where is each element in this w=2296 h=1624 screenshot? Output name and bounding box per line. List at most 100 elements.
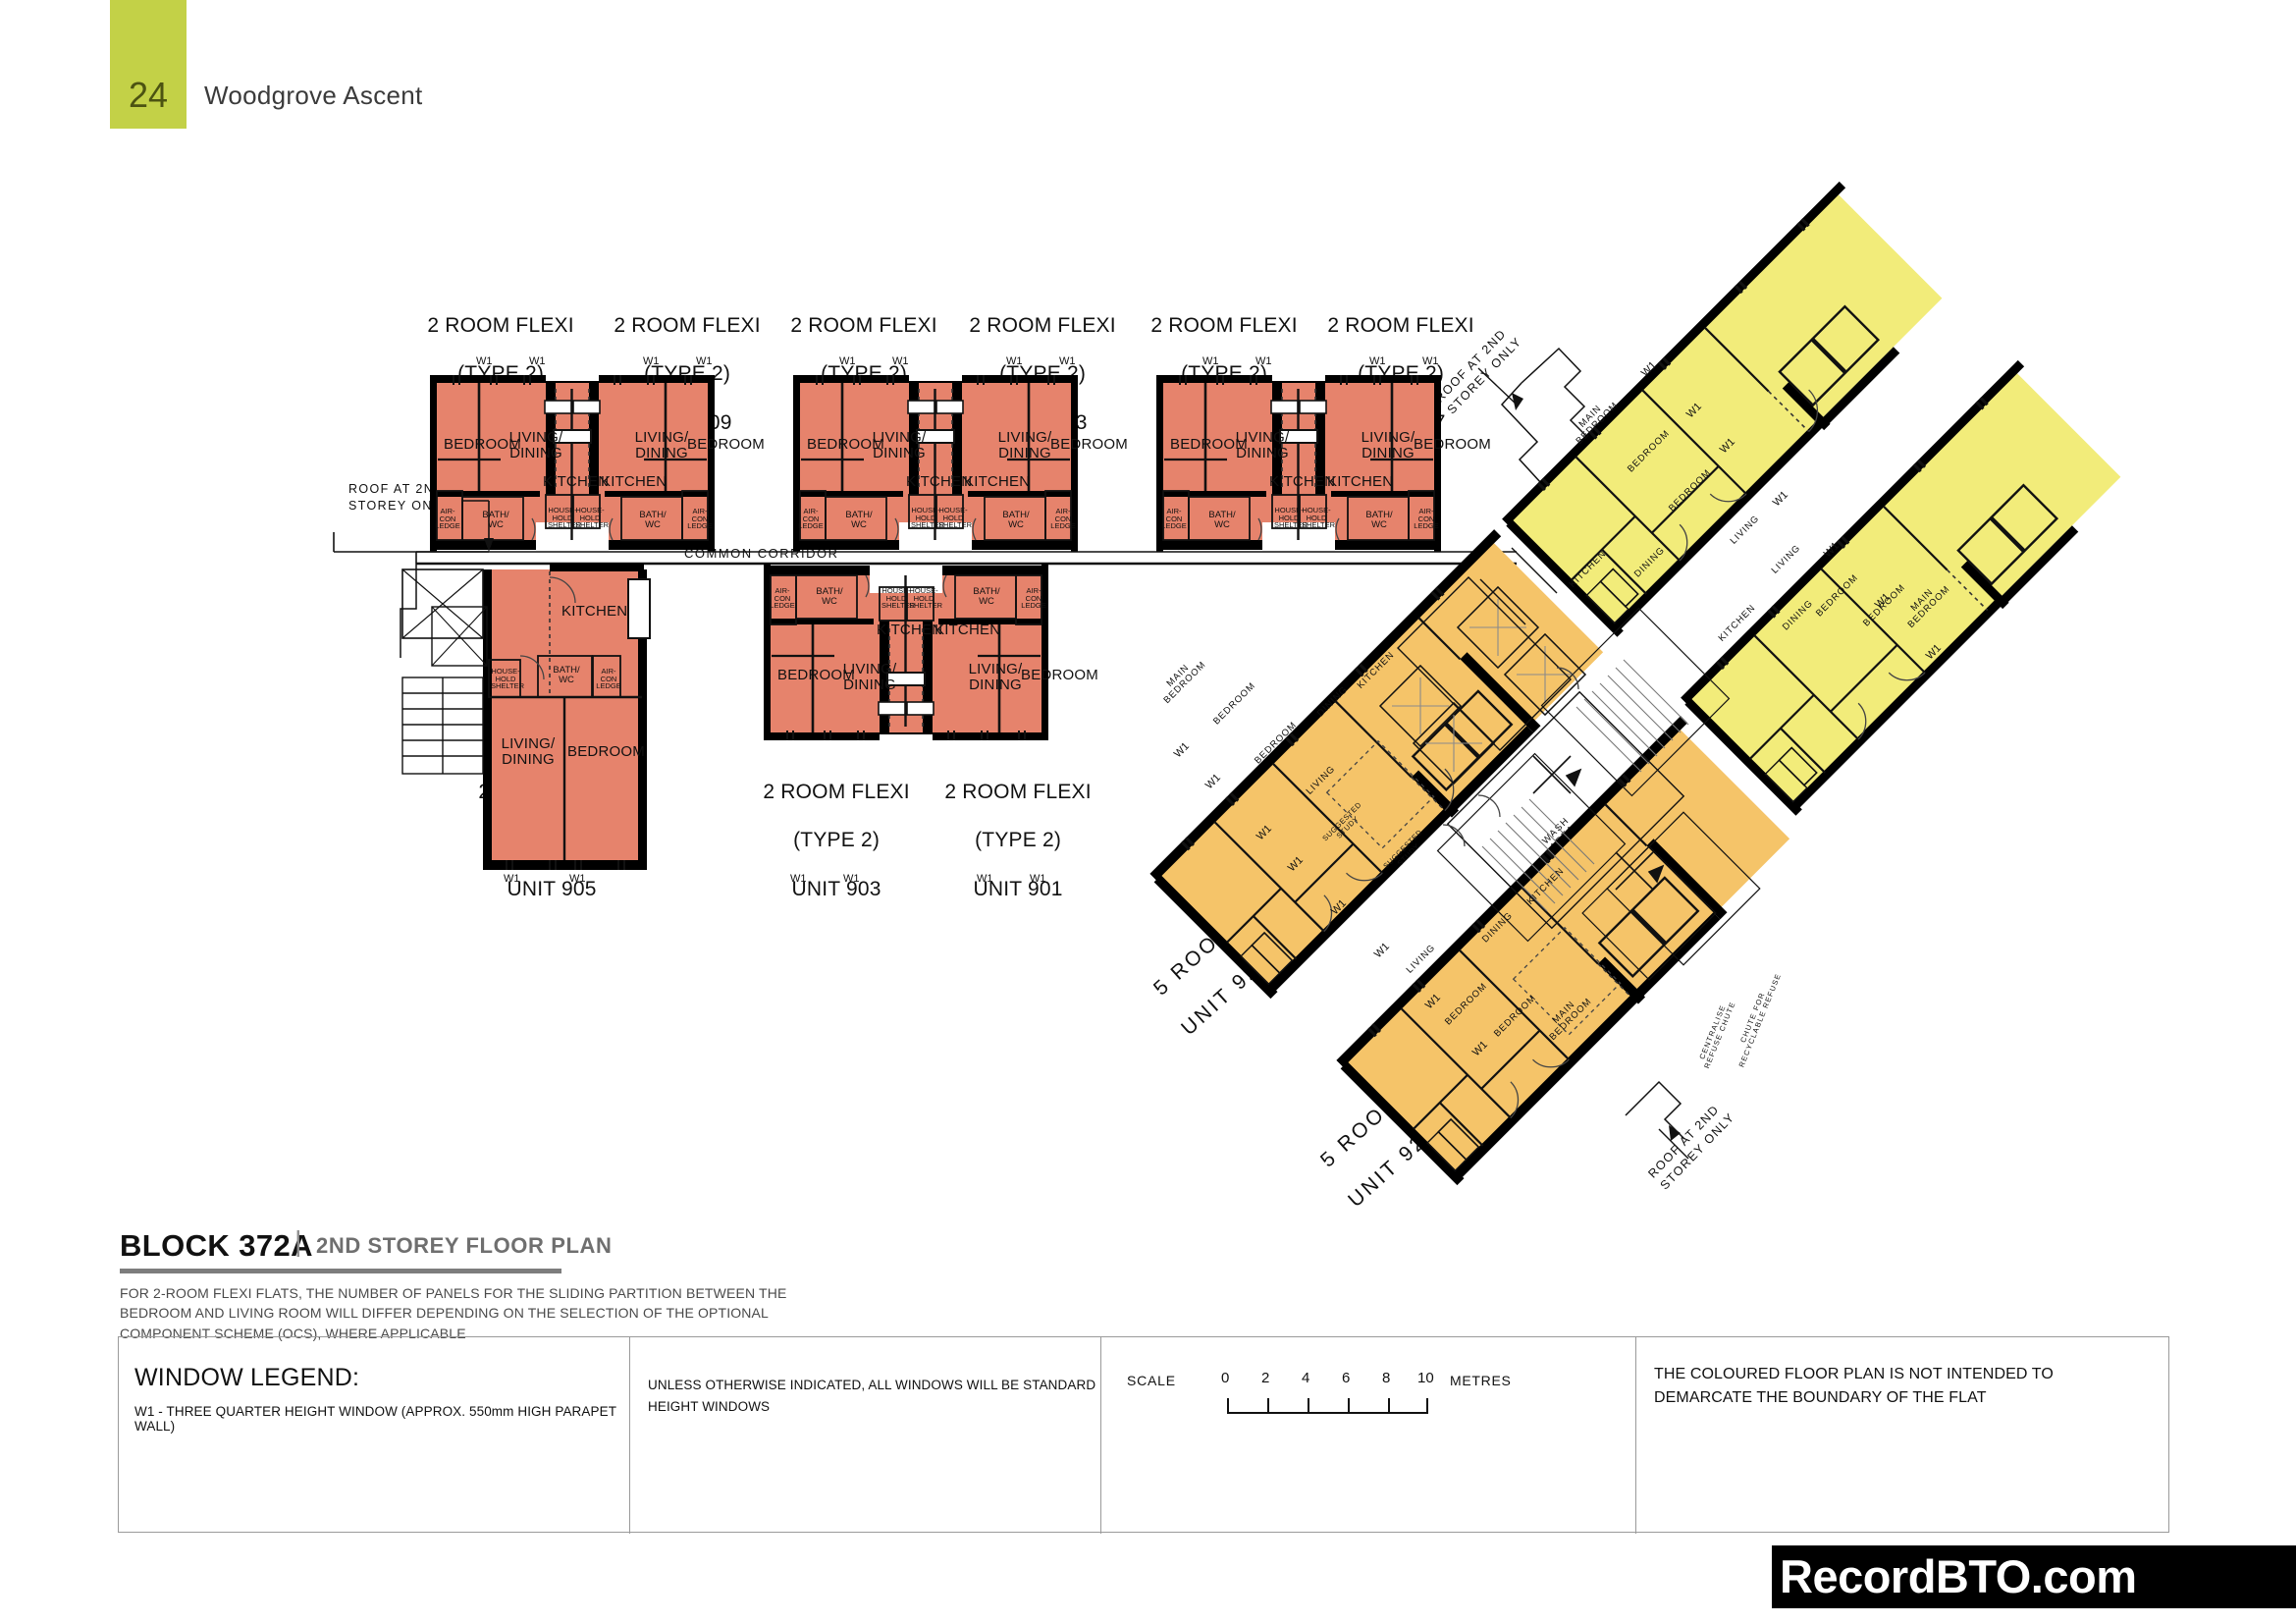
- window-tag: W1: [790, 873, 807, 885]
- room-bath-911: BATH/ WC: [845, 510, 873, 530]
- window-tag: W1: [1369, 355, 1386, 367]
- room-bedroom-903: BEDROOM: [777, 667, 855, 683]
- room-shelter-913: HOUSE- HOLD SHELTER: [938, 506, 973, 530]
- plan-geometry: [333, 181, 2121, 1186]
- colour-note: THE COLOURED FLOOR PLAN IS NOT INTENDED …: [1654, 1366, 2054, 1406]
- room-living-dining-915: LIVING/ DINING: [1235, 429, 1290, 461]
- room-bath-905: BATH/ WC: [553, 665, 580, 685]
- room-kitchen-911: KITCHEN: [906, 473, 973, 490]
- window-tag: W1: [476, 355, 493, 367]
- room-shelter-905: HOUSE- HOLD SHELTER: [491, 667, 525, 691]
- room-kitchen-909: KITCHEN: [601, 473, 667, 490]
- scale-tick-10: 10: [1417, 1370, 1434, 1386]
- room-bedroom-907: BEDROOM: [444, 436, 521, 453]
- window-tag: W1: [1006, 355, 1023, 367]
- window-tag: W1: [1255, 355, 1272, 367]
- page-number-badge: [110, 0, 187, 129]
- room-bath-915: BATH/ WC: [1208, 510, 1236, 530]
- room-bath-913: BATH/ WC: [1002, 510, 1030, 530]
- scale-tick-2: 2: [1261, 1370, 1270, 1386]
- window-tag: W1: [1422, 355, 1439, 367]
- project-name: Woodgrove Ascent: [204, 81, 423, 110]
- scale-tick-4: 4: [1302, 1370, 1310, 1386]
- window-tag: W1: [643, 355, 660, 367]
- room-aircon-903: AIR- CON LEDGE: [770, 586, 795, 611]
- room-kitchen-905: KITCHEN: [561, 603, 628, 620]
- window-legend-title: WINDOW LEGEND:: [134, 1364, 360, 1391]
- window-tag: W1: [843, 873, 860, 885]
- window-tag: W1: [1059, 355, 1076, 367]
- window-tag: W1: [504, 873, 520, 885]
- room-aircon-915: AIR- CON LEDGE: [1161, 507, 1187, 531]
- window-tag: W1: [569, 873, 586, 885]
- room-kitchen-907: KITCHEN: [543, 473, 610, 490]
- unit-block-921: [1681, 359, 2121, 816]
- window-legend-cell: WINDOW LEGEND: W1 - THREE QUARTER HEIGHT…: [119, 1337, 629, 1534]
- unit-caption-901: 2 ROOM FLEXI (TYPE 2) UNIT 901: [944, 780, 1092, 900]
- building-core: [1378, 547, 1761, 981]
- unit-block-925: [1149, 529, 1604, 1000]
- room-shelter-901: HOUSE- HOLD SHELTER: [909, 586, 943, 611]
- legend-divider-3: [1635, 1337, 1636, 1534]
- room-aircon-911: AIR- CON LEDGE: [798, 507, 824, 531]
- room-shelter-909: HOUSE- HOLD SHELTER: [575, 506, 610, 530]
- scale-bar: [1227, 1398, 1428, 1414]
- scale-tick-6: 6: [1342, 1370, 1351, 1386]
- room-bath-903: BATH/ WC: [816, 586, 843, 607]
- colour-note-cell: THE COLOURED FLOOR PLAN IS NOT INTENDED …: [1636, 1337, 2168, 1534]
- roof-outline-bottom-right: [1625, 1080, 1685, 1140]
- watermark: RecordBTO.com: [1772, 1545, 2296, 1608]
- room-aircon-913: AIR- CON LEDGE: [1050, 507, 1076, 531]
- room-bedroom-913: BEDROOM: [1050, 436, 1128, 453]
- title-rule: [120, 1269, 561, 1273]
- room-living-dining-913: LIVING/ DINING: [997, 429, 1052, 461]
- room-bedroom-905: BEDROOM: [567, 743, 645, 760]
- room-living-dining-903: LIVING/ DINING: [842, 661, 897, 693]
- room-bedroom-909: BEDROOM: [687, 436, 765, 453]
- page-header: 24 Woodgrove Ascent: [0, 0, 2296, 145]
- room-kitchen-901: KITCHEN: [934, 622, 1001, 638]
- plan-label: 2ND STOREY FLOOR PLAN: [316, 1233, 613, 1258]
- window-tag: W1: [977, 873, 993, 885]
- room-shelter-915: HOUSE- HOLD SHELTER: [1274, 506, 1308, 530]
- legend-divider-2: [1100, 1337, 1101, 1534]
- room-living-dining-909: LIVING/ DINING: [634, 429, 689, 461]
- room-kitchen-903: KITCHEN: [877, 622, 943, 638]
- window-tag: W1: [1202, 355, 1219, 367]
- roof-outline-left: [400, 564, 417, 658]
- room-bath-917: BATH/ WC: [1365, 510, 1393, 530]
- ocs-note: FOR 2-ROOM FLEXI FLATS, THE NUMBER OF PA…: [120, 1285, 787, 1341]
- room-shelter-911: HOUSE- HOLD SHELTER: [911, 506, 945, 530]
- room-bedroom-901: BEDROOM: [1021, 667, 1098, 683]
- room-bedroom-917: BEDROOM: [1414, 436, 1491, 453]
- room-living-dining-911: LIVING/ DINING: [872, 429, 927, 461]
- room-kitchen-913: KITCHEN: [964, 473, 1031, 490]
- unit-block-919: [1502, 181, 1943, 637]
- unit-block-923: [1336, 716, 1790, 1186]
- scale-units: METRES: [1450, 1373, 1512, 1388]
- standard-windows-note: UNLESS OTHERWISE INDICATED, ALL WINDOWS …: [648, 1378, 1096, 1414]
- room-living-dining-917: LIVING/ DINING: [1361, 429, 1415, 461]
- window-tag: W1: [892, 355, 909, 367]
- floor-plan-drawing: 2 ROOM FLEXI (TYPE 2) UNIT 907 2 ROOM FL…: [0, 147, 2296, 1212]
- room-shelter-907: HOUSE- HOLD SHELTER: [548, 506, 582, 530]
- room-aircon-909: AIR- CON LEDGE: [687, 507, 713, 531]
- room-aircon-917: AIR- CON LEDGE: [1414, 507, 1439, 531]
- window-tag: W1: [696, 355, 713, 367]
- room-living-dining-901: LIVING/ DINING: [968, 661, 1023, 693]
- room-kitchen-915: KITCHEN: [1269, 473, 1336, 490]
- block-label: BLOCK 372A: [120, 1228, 313, 1263]
- room-kitchen-917: KITCHEN: [1327, 473, 1394, 490]
- room-living-dining-907: LIVING/ DINING: [508, 429, 563, 461]
- legend-divider-1: [629, 1337, 630, 1534]
- window-tag: W1: [1030, 873, 1046, 885]
- window-tag: W1: [839, 355, 856, 367]
- room-aircon-901: AIR- CON LEDGE: [1021, 586, 1046, 611]
- room-aircon-905: AIR- CON LEDGE: [596, 667, 621, 691]
- legend-table: WINDOW LEGEND: W1 - THREE QUARTER HEIGHT…: [118, 1336, 2169, 1534]
- room-bath-907: BATH/ WC: [482, 510, 509, 530]
- room-bath-901: BATH/ WC: [973, 586, 1000, 607]
- scale-tick-0: 0: [1221, 1370, 1230, 1386]
- title-separator: |: [294, 1226, 302, 1258]
- room-bedroom-915: BEDROOM: [1170, 436, 1248, 453]
